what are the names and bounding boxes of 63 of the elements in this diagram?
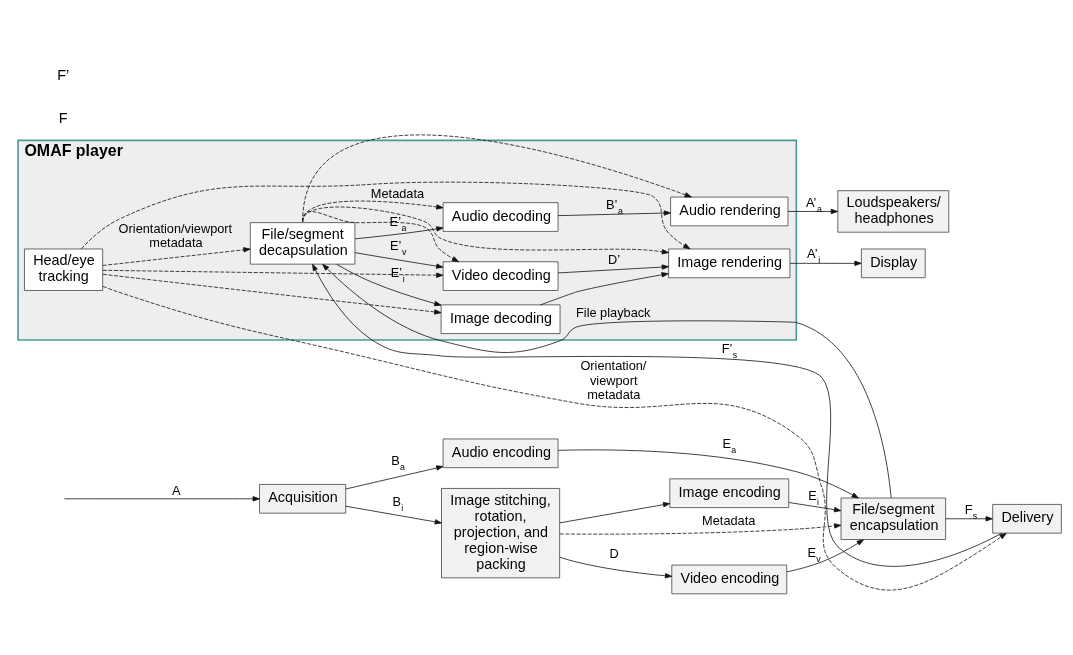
node-box: File/segment decapsulation: [249, 221, 356, 265]
arrow: [102, 285, 1007, 590]
arrow: [102, 273, 442, 315]
edge-label: Metadata: [702, 512, 756, 528]
arrow: [559, 556, 673, 578]
arrow: [786, 538, 864, 572]
node-box: Head/eye tracking: [24, 248, 104, 291]
node-box: Audio decoding: [442, 201, 559, 232]
arrow: [312, 263, 1003, 567]
arrow: [559, 522, 842, 534]
edge-label: F$_{s}$: [964, 501, 978, 521]
arrow: [354, 251, 444, 269]
node-box: Image stitching, rotation, projection, and region-wise packing: [441, 487, 561, 578]
node-box: Display: [861, 248, 926, 278]
edge-label: E’$_{v}$: [390, 237, 407, 257]
arrow: [559, 501, 671, 523]
label: F’: [57, 66, 70, 83]
arrow: [102, 269, 444, 278]
arrow: [302, 206, 669, 254]
edge-label: Orientation/viewport metadata: [118, 220, 233, 250]
node-box: Audio rendering: [670, 196, 789, 226]
edge-label: E$_{i}$: [808, 487, 820, 507]
edge-label: F’$_{s}$: [721, 340, 738, 360]
edge-label: E$_{v}$: [807, 544, 821, 564]
edge-label: A’$_{a}$: [805, 194, 822, 214]
node-box: File/segment encapsulation: [840, 497, 946, 540]
arrow: [557, 209, 671, 216]
node-box: Video encoding: [671, 564, 788, 594]
edge-label: E$_{a}$: [722, 435, 737, 455]
node-box: Image decoding: [440, 303, 561, 334]
arrow: [322, 263, 892, 498]
arrow: [302, 210, 460, 262]
edge-label: B$_{a}$: [391, 452, 405, 472]
arrow: [345, 505, 442, 524]
arrow: [80, 181, 691, 249]
arrow: [354, 225, 444, 239]
arrow: [787, 208, 838, 214]
edge-label: File playback: [576, 304, 651, 320]
edge-label: D’: [607, 251, 620, 267]
edge-label: B’$_{a}$: [605, 196, 623, 216]
node-box: Loudspeakers/ headphones: [837, 189, 950, 233]
node-box: Acquisition: [259, 483, 347, 514]
arrow: [102, 246, 251, 266]
edge-label: B$_{i}$: [392, 493, 404, 513]
edge-label: Orientation/ viewport metadata: [580, 357, 647, 402]
node-box: Delivery: [992, 503, 1062, 534]
arrow: [788, 501, 842, 512]
arrow: [345, 464, 444, 489]
arrow: [336, 263, 442, 306]
node-box: Audio encoding: [442, 438, 559, 468]
node-box: Image rendering: [668, 248, 791, 278]
arrow: [789, 260, 862, 266]
edge-label: A: [172, 482, 181, 498]
node-box: Image encoding: [669, 477, 790, 508]
arrow: [64, 495, 260, 501]
edge-label: A’$_{i}$: [807, 245, 821, 265]
label: F: [58, 109, 68, 126]
edge-label: D: [609, 545, 619, 561]
edge-label: Metadata: [370, 185, 425, 201]
arrow: [557, 448, 859, 498]
arrow: [945, 515, 993, 521]
arrow: [557, 263, 669, 273]
node-box: Video decoding: [442, 260, 559, 291]
